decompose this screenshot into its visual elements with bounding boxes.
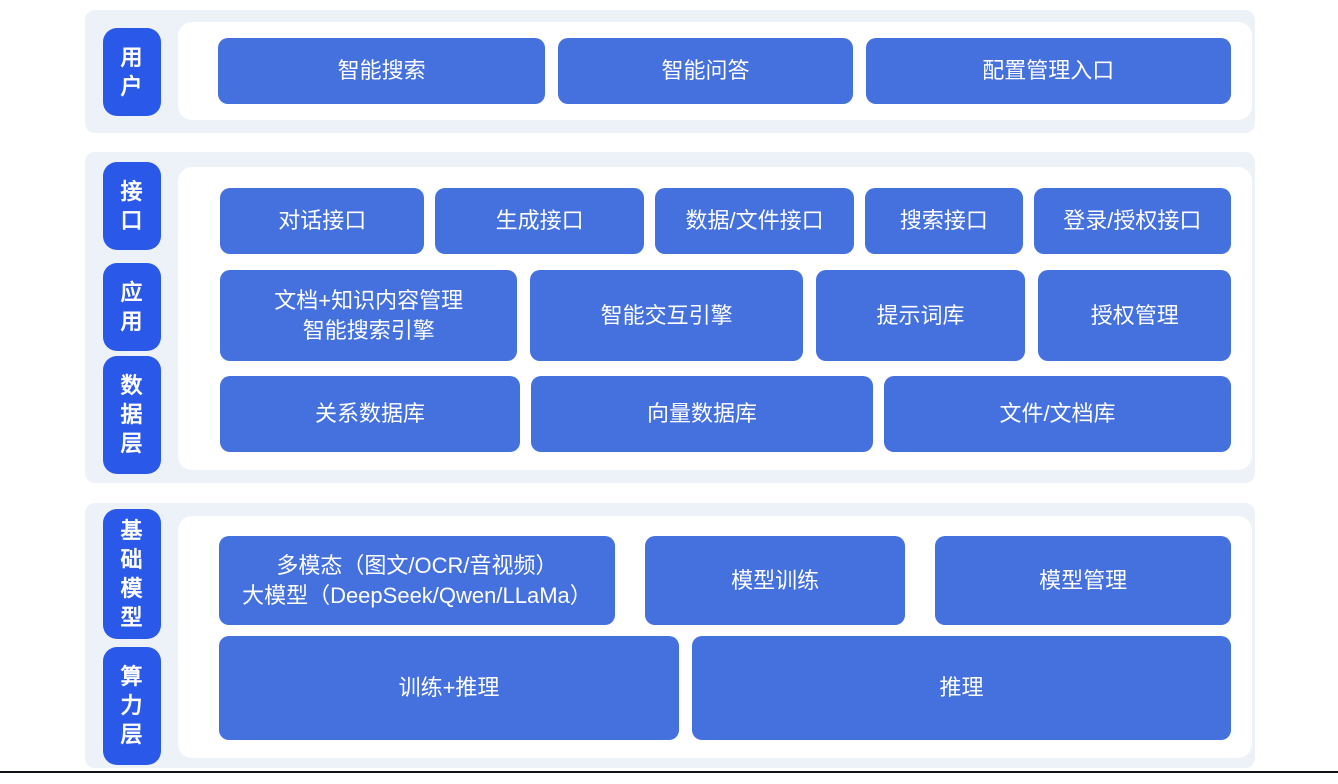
layer-label-char: 力	[120, 693, 143, 718]
platform-label-rail: 接口应用数据层	[85, 152, 178, 483]
layer-label-char: 层	[120, 431, 143, 456]
user-panel: 智能搜索 智能问答 配置管理入口	[178, 22, 1252, 120]
layer-label-char: 应	[120, 279, 143, 305]
block-label-line: 大模型（DeepSeek/Qwen/LLaMa）	[242, 582, 592, 608]
block-label: 登录/授权接口	[1063, 208, 1202, 233]
layer-label-char: 基	[120, 517, 143, 543]
layer-label-application: 应用	[102, 263, 161, 351]
block-data-layer-3: 文件/文档库	[884, 376, 1231, 452]
user-row: 智能搜索 智能问答 配置管理入口	[218, 38, 1231, 104]
block-label: 授权管理	[1090, 302, 1179, 328]
block-interface-5: 登录/授权接口	[1033, 188, 1231, 254]
block-foundation-model-2: 模型训练	[644, 536, 906, 625]
block-foundation-model-3: 模型管理	[935, 536, 1231, 625]
layer-label-char: 口	[120, 207, 143, 233]
layer-label-char: 层	[120, 722, 143, 747]
layer-label-char: 模	[120, 575, 143, 601]
block-label: 模型训练	[731, 567, 820, 593]
layer-label-compute-layer: 算力层	[102, 647, 161, 765]
block-label: 配置管理入口	[982, 58, 1115, 83]
layer-label-char: 础	[120, 546, 143, 572]
interface-row: 对话接口 生成接口 数据/文件接口 搜索接口 登录/授权接口	[220, 188, 1231, 254]
block-label: 模型管理	[1039, 567, 1128, 593]
block-label: 数据/文件接口	[685, 208, 824, 233]
compute-layer-row: 训练+推理 推理	[219, 636, 1231, 740]
block-label: 搜索接口	[899, 208, 988, 233]
layer-label-char: 据	[120, 402, 143, 427]
block-user-3: 配置管理入口	[865, 38, 1231, 104]
bottom-divider	[0, 771, 1338, 773]
block-label: 训练+推理	[398, 675, 500, 700]
block-application-2: 智能交互引擎	[530, 270, 803, 361]
layer-label-char: 数	[120, 373, 143, 398]
data-layer-row: 关系数据库 向量数据库 文件/文档库	[220, 376, 1231, 452]
layer-label-char: 用	[120, 44, 143, 70]
user-band: 用户 智能搜索 智能问答 配置管理入口	[85, 10, 1255, 133]
layer-label-char: 户	[120, 73, 143, 99]
block-user-2: 智能问答	[558, 38, 853, 104]
block-label-line: 文档+知识内容管理	[274, 287, 464, 313]
layer-label-interface: 接口	[102, 162, 161, 250]
block-label: 智能问答	[661, 58, 750, 83]
block-label: 对话接口	[278, 208, 367, 233]
block-interface-4: 搜索接口	[865, 188, 1023, 254]
block-label: 智能交互引擎	[600, 302, 733, 328]
block-label: 提示词库	[876, 302, 965, 328]
block-label: 向量数据库	[646, 401, 757, 426]
block-data-layer-1: 关系数据库	[220, 376, 520, 452]
layer-label-user: 用户	[102, 28, 161, 116]
user-label-rail: 用户	[85, 10, 178, 133]
infrastructure-panel: 多模态（图文/OCR/音视频） 大模型（DeepSeek/Qwen/LLaMa） 模…	[178, 516, 1252, 758]
foundation-model-row: 多模态（图文/OCR/音视频） 大模型（DeepSeek/Qwen/LLaMa） 模…	[219, 536, 1231, 625]
block-interface-2: 生成接口	[435, 188, 644, 254]
block-label: 文件/文档库	[999, 401, 1116, 426]
block-label-line: 智能搜索引擎	[302, 317, 435, 343]
block-interface-1: 对话接口	[220, 188, 425, 254]
block-compute-layer-2: 推理	[692, 636, 1231, 740]
layer-label-char: 接	[120, 178, 143, 204]
block-label: 关系数据库	[314, 401, 425, 426]
block-foundation-model-1: 多模态（图文/OCR/音视频） 大模型（DeepSeek/Qwen/LLaMa）	[219, 536, 615, 625]
block-label: 智能搜索	[337, 58, 426, 83]
layer-label-foundation-model: 基础模型	[102, 509, 161, 639]
layer-label-data-layer: 数据层	[102, 356, 161, 474]
application-row: 文档+知识内容管理智能搜索引擎 智能交互引擎 提示词库 授权管理	[220, 270, 1231, 361]
block-application-1: 文档+知识内容管理智能搜索引擎	[220, 270, 518, 361]
platform-band: 接口应用数据层对话接口生成接口数据/文件接口搜索接口登录/授权接口文档+知识内容…	[85, 152, 1255, 483]
layer-label-char: 算	[120, 664, 143, 689]
block-data-layer-2: 向量数据库	[531, 376, 873, 452]
infrastructure-label-rail: 基础模型算力层	[85, 503, 178, 768]
layer-label-char: 用	[120, 308, 143, 334]
block-label-line: 多模态（图文/OCR/音视频）	[276, 552, 558, 578]
platform-panel: 对话接口 生成接口 数据/文件接口 搜索接口 登录/授权接口文档+知识内容管理智能搜索引…	[178, 167, 1252, 470]
block-application-4: 授权管理	[1038, 270, 1231, 361]
infrastructure-band: 基础模型算力层 多模态（图文/OCR/音视频） 大模型（DeepSeek/Qwen/…	[85, 503, 1255, 768]
block-application-3: 提示词库	[815, 270, 1026, 361]
block-interface-3: 数据/文件接口	[654, 188, 855, 254]
layer-label-char: 型	[120, 604, 143, 630]
block-user-1: 智能搜索	[218, 38, 546, 104]
block-compute-layer-1: 训练+推理	[219, 636, 679, 740]
block-label: 生成接口	[495, 208, 584, 233]
block-label: 推理	[939, 675, 984, 700]
